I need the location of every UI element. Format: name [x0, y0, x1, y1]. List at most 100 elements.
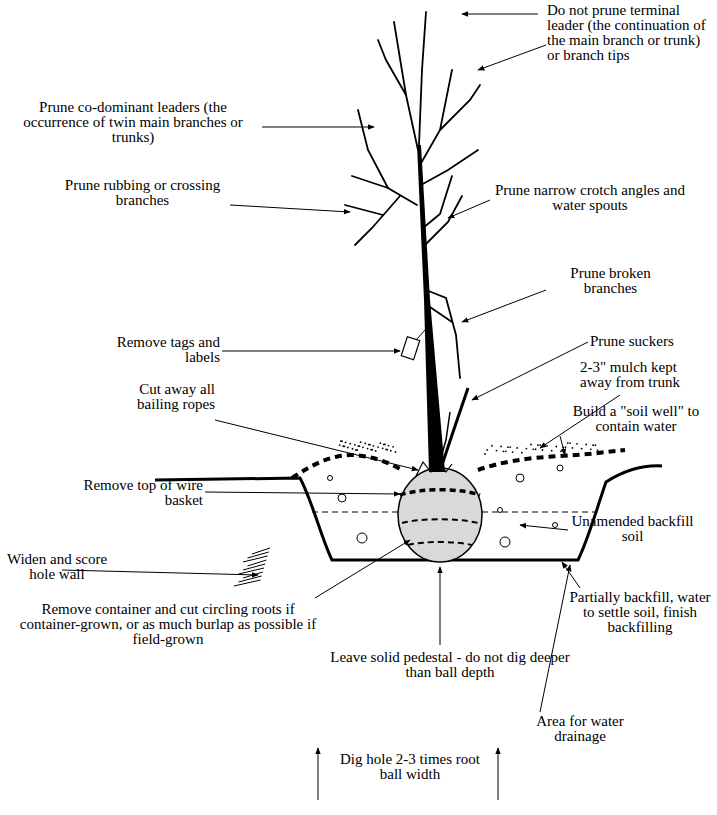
mulch-speck: [491, 445, 493, 447]
mulch-speck: [512, 451, 514, 453]
callout-label: 2-3" mulch kept away from trunk: [580, 360, 712, 390]
callout-label: Remove tags and labels: [100, 335, 220, 365]
mulch-speck: [551, 450, 553, 452]
mulch-speck: [383, 443, 385, 445]
mulch-speck: [395, 451, 397, 453]
score-mark: [239, 576, 262, 582]
mulch-speck: [377, 446, 379, 448]
mulch-speck: [379, 442, 381, 444]
callout-label: Remove container and cut circling roots …: [18, 602, 318, 647]
mulch-speck: [521, 452, 523, 454]
soil-well: [478, 450, 625, 470]
mulch-speck: [364, 443, 366, 445]
root-ball: [398, 468, 482, 562]
mulch-speck: [576, 443, 578, 445]
score-mark: [234, 580, 260, 586]
mulch-speck: [565, 446, 567, 448]
branches: [345, 12, 480, 378]
mulch-speck: [352, 448, 354, 450]
mulch-speck: [347, 447, 349, 449]
mulch-speck: [345, 441, 347, 443]
callout-label: Prune narrow crotch angles and water spo…: [490, 183, 690, 213]
mulch-speck: [555, 446, 557, 448]
mulch-speck: [590, 448, 592, 450]
mulch-speck: [500, 446, 502, 448]
mulch-speck: [595, 444, 597, 446]
mulch-speck: [585, 444, 587, 446]
mulch-speck: [362, 446, 364, 448]
score-mark: [248, 552, 269, 558]
callout-label: Prune suckers: [590, 334, 700, 349]
mulch-speck: [385, 449, 387, 451]
callout-label: Area for water drainage: [520, 714, 640, 744]
callout-label: Leave solid pedestal - do not dig deeper…: [330, 650, 570, 680]
mulch-speck: [505, 450, 507, 452]
mulch-speck: [339, 444, 341, 446]
mulch-speck: [357, 445, 359, 447]
mulch-speck: [392, 446, 394, 448]
backfill-stones: [328, 465, 564, 547]
mulch-speck: [340, 440, 342, 442]
scored-wall: [234, 548, 270, 586]
tag: [401, 337, 420, 360]
mulch-speck: [572, 447, 574, 449]
callout-label: Prune rubbing or crossing branches: [55, 178, 230, 208]
sucker: [441, 388, 468, 468]
mulch-speck: [360, 441, 362, 443]
mulch-speck: [375, 450, 377, 452]
mulch-speck: [530, 444, 532, 446]
mulch-speck: [526, 448, 528, 450]
score-mark: [243, 564, 265, 570]
mulch-speck: [560, 450, 562, 452]
mulch-speck: [532, 448, 534, 450]
mulch-speck: [484, 453, 486, 455]
wire-basket: [408, 542, 472, 545]
callout-label: Do not prune terminal leader (the contin…: [547, 3, 715, 63]
mulch-speck: [496, 450, 498, 452]
wire-basket: [400, 490, 480, 495]
callout-label: Remove top of wire basket: [80, 478, 203, 508]
mulch-speck: [581, 448, 583, 450]
mulch-speck: [592, 444, 594, 446]
mulch-speck: [349, 443, 351, 445]
mulch-speck: [542, 449, 544, 451]
mulch-speck: [342, 445, 344, 447]
callout-label: Partially backfill, water to settle soil…: [568, 590, 712, 635]
wire-basket: [402, 519, 478, 523]
score-mark: [248, 560, 267, 566]
mulch-speck: [537, 444, 539, 446]
callout-label: Prune co-dominant leaders (the occurrenc…: [8, 100, 258, 145]
mulch-speck: [355, 449, 357, 451]
callout-label: Build a "soil well" to contain water: [560, 404, 712, 434]
mulch-speck: [546, 445, 548, 447]
mulch-speck: [597, 449, 599, 451]
mulch-speck: [388, 445, 390, 447]
mulch-speck: [569, 442, 571, 444]
mulch-speck: [503, 450, 505, 452]
mulch-speck: [368, 444, 370, 446]
callout-label: Widen and score hole wall: [2, 552, 112, 582]
callout-label: Unamended backfill soil: [570, 514, 695, 544]
mulch: [339, 440, 599, 455]
mulch-speck: [390, 450, 392, 452]
mulch-speck: [486, 449, 488, 451]
mulch-speck: [516, 447, 518, 449]
callout-label: Cut away all bailing ropes: [95, 382, 215, 412]
tag-string: [416, 330, 425, 340]
mulch-speck: [372, 445, 374, 447]
mulch-speck: [509, 446, 511, 448]
mulch-speck: [535, 448, 537, 450]
mulch-speck: [507, 446, 509, 448]
score-mark: [252, 548, 270, 554]
sucker: [438, 412, 450, 468]
mulch-speck: [367, 448, 369, 450]
mulch-speck: [370, 449, 372, 451]
mulch-speck: [354, 444, 356, 446]
mulch-speck: [539, 444, 541, 446]
mulch-speck: [567, 442, 569, 444]
callout-label: Dig hole 2-3 times root ball width: [330, 752, 490, 782]
callout-label: Prune broken branches: [548, 266, 673, 296]
soil-well: [292, 455, 402, 478]
mulch-speck: [382, 447, 384, 449]
